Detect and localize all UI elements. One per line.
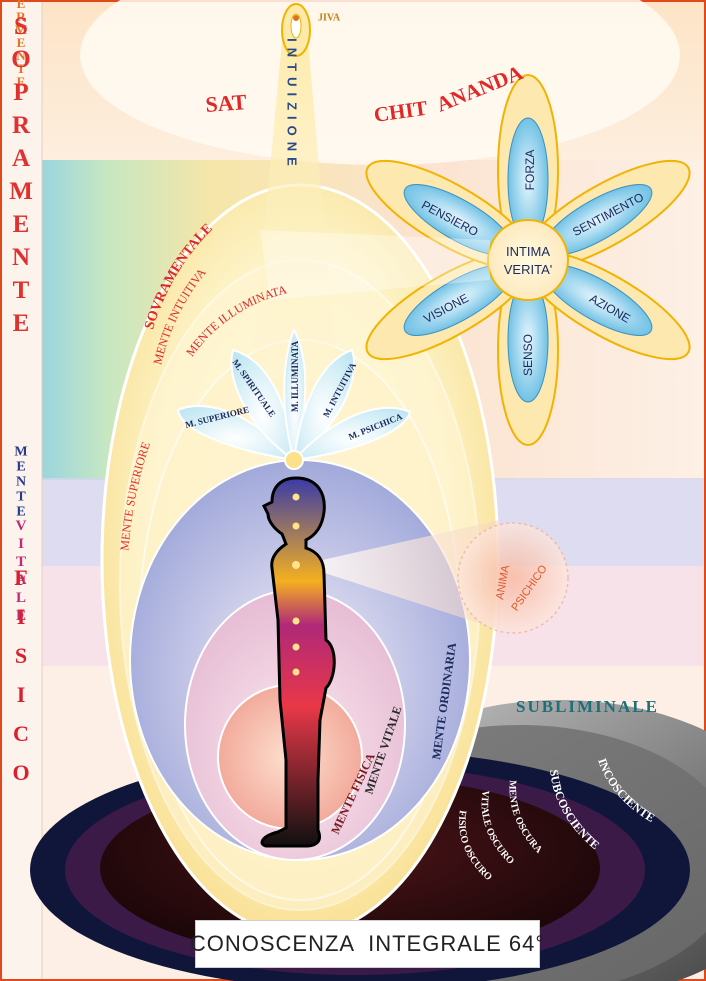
chakra-navel: [293, 618, 300, 625]
caption-box: CONOSCENZA INTEGRALE 64°: [195, 920, 540, 968]
chakra-crown: [293, 494, 300, 501]
label-mente: MENTE: [14, 445, 29, 520]
label-subliminale: SUBLIMINALE: [516, 697, 659, 716]
label-sat: SAT: [205, 89, 248, 117]
chakra-sacral: [293, 644, 300, 651]
flower-center-line2: VERITA': [504, 262, 552, 277]
caption-text: CONOSCENZA INTEGRALE 64°: [190, 931, 545, 957]
label-jiva: JIVA: [318, 12, 341, 23]
chakra-heart: [292, 561, 300, 569]
label-sopramente: SOPRAMENTE: [8, 13, 35, 343]
label-fisico: FISICO: [9, 565, 34, 799]
lotus-center: [285, 451, 303, 469]
flower-center-line1: INTIMA: [506, 244, 550, 259]
svg-text:MENTE: MENTE: [14, 445, 29, 520]
chakra-root: [293, 669, 300, 676]
svg-text:FISICO: FISICO: [9, 565, 34, 799]
flower-label-senso: SENSO: [521, 334, 535, 376]
flower-label-forza: FORZA: [523, 150, 537, 191]
anima-psichico-circle: [458, 523, 568, 633]
lotus-label-illuminata: M. ILLUMINATA: [290, 340, 300, 412]
flower-center: [488, 220, 568, 300]
label-intuizione: INTUIZIONE: [285, 38, 300, 172]
svg-text:INTUIZIONE: INTUIZIONE: [285, 38, 300, 172]
chakra-brow: [293, 523, 300, 530]
svg-text:SOPRAMENTE: SOPRAMENTE: [8, 13, 35, 343]
